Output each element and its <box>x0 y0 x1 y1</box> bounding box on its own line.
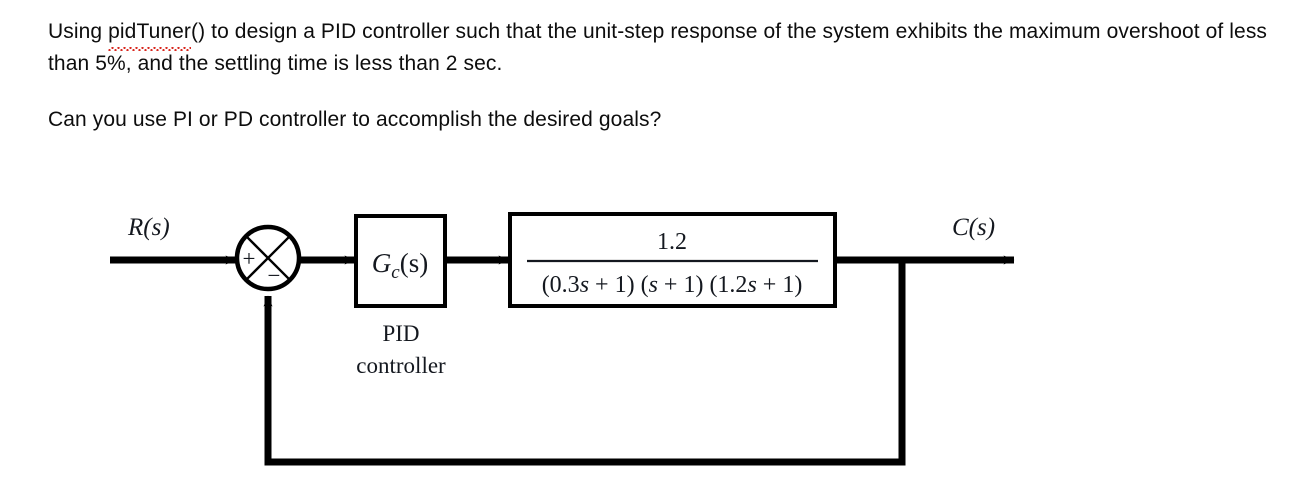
plant-den-part-2-var: s <box>649 272 658 298</box>
summing-junction: + − <box>234 224 302 292</box>
plant-denominator: (0.3s + 1) (s + 1) (1.2s + 1) <box>542 272 803 298</box>
summing-junction-plus-sign: + <box>243 246 256 271</box>
controller-label-subscript-c: c <box>391 262 400 283</box>
summing-junction-cross-2 <box>245 235 291 281</box>
controller-block: Gc(s) <box>354 214 447 308</box>
plant-den-part-2-close: + 1) <box>658 272 704 298</box>
plant-den-part-3-open: (1.2 <box>703 272 747 298</box>
controller-caption-line-1: PID <box>382 321 419 346</box>
question-paragraph-2: Can you use PI or PD controller to accom… <box>48 108 662 131</box>
controller-block-label: Gc(s) <box>372 248 428 283</box>
plant-numerator: 1.2 <box>657 229 687 255</box>
plant-block: 1.2 (0.3s + 1) (s + 1) (1.2s + 1) <box>508 212 837 308</box>
summing-junction-minus-sign: − <box>268 263 281 288</box>
input-signal-label: R(s) <box>127 214 170 241</box>
output-signal-label: C(s) <box>952 214 995 241</box>
controller-caption-line-2: controller <box>356 353 446 378</box>
paragraph-1-text-after: () to design a PID controller such that … <box>48 20 1268 75</box>
plant-den-part-3-var: s <box>747 272 756 298</box>
plant-den-part-1-close: + 1) <box>589 272 635 298</box>
plant-den-part-1-var: s <box>580 272 589 298</box>
controller-label-of-s: (s) <box>400 248 429 278</box>
spellcheck-misspelled-word[interactable]: pidTuner <box>108 16 191 51</box>
controller-label-G: G <box>372 248 392 278</box>
plant-den-part-1-open: (0.3 <box>542 272 580 298</box>
plant-den-part-2-open: ( <box>635 272 649 298</box>
paragraph-1-text-before: Using <box>48 20 109 43</box>
feedback-path <box>263 260 906 466</box>
question-text-block: Using pidTuner() to design a PID control… <box>48 16 1288 136</box>
controller-block-box <box>354 214 447 308</box>
question-paragraph-1: Using pidTuner() to design a PID control… <box>48 16 1288 80</box>
plant-den-part-3-close: + 1) <box>757 272 803 298</box>
